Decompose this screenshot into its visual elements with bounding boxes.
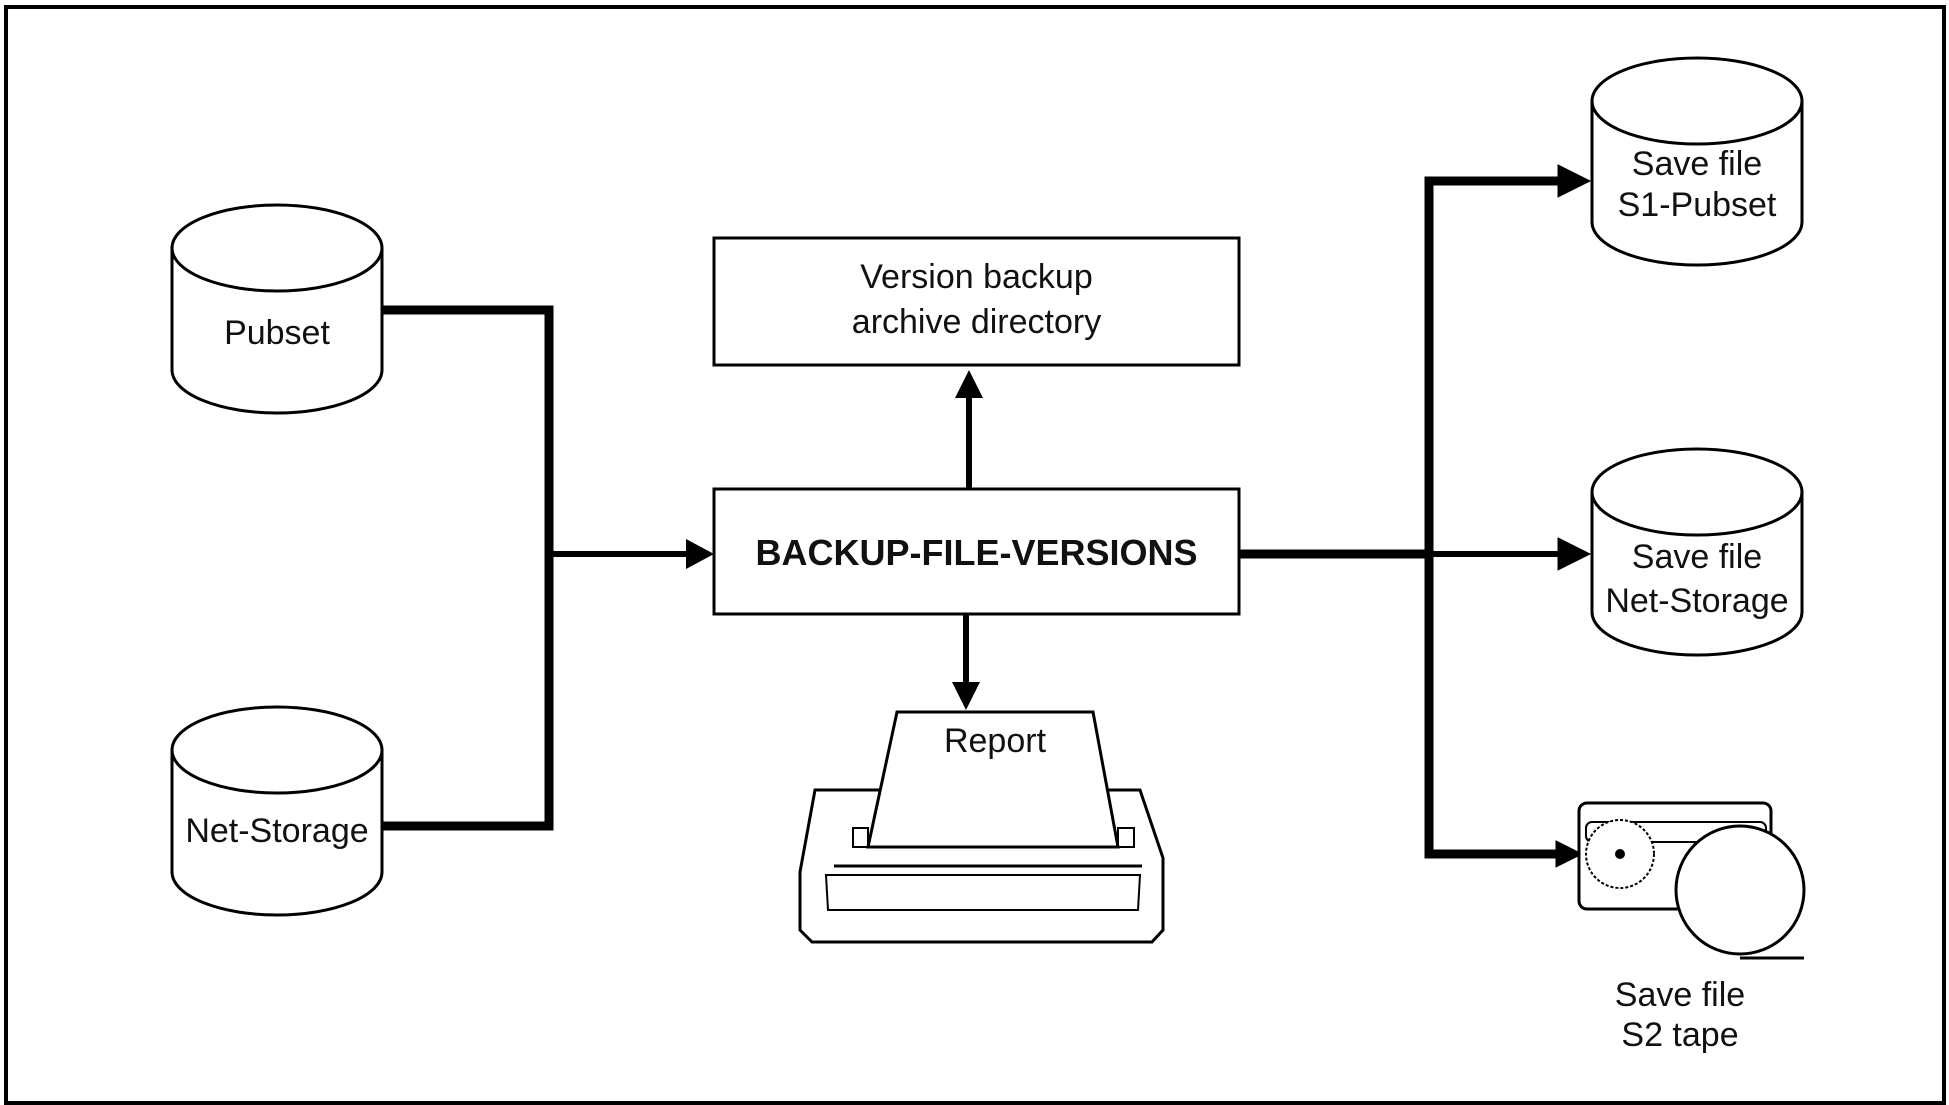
source-pubset-label: Pubset [224, 314, 330, 352]
printer-icon [798, 710, 1165, 944]
input-connector [382, 305, 554, 831]
report-arrow [952, 614, 980, 710]
tape-cartridge-icon [1577, 801, 1806, 960]
input-arrow [549, 539, 714, 569]
process-label: BACKUP-FILE-VERSIONS [755, 532, 1198, 573]
directory-arrow [955, 370, 983, 489]
diagram-frame [4, 5, 1946, 1105]
target-net-storage-label-line2: Net-Storage [1605, 582, 1789, 620]
save-file-net-storage-cylinder-icon [1590, 447, 1804, 657]
target-tape-label-line1: Save file [1614, 976, 1746, 1014]
process-box [712, 487, 1241, 616]
directory-box [712, 236, 1241, 367]
net-storage-cylinder-icon [170, 705, 384, 917]
directory-label-line2: archive directory [851, 303, 1102, 341]
target-s1-label-line1: Save file [1631, 145, 1763, 183]
target-net-storage-label-line1: Save file [1631, 538, 1763, 576]
target-tape-label-line2: S2 tape [1621, 1016, 1739, 1054]
output-connector [1239, 176, 1560, 859]
output-arrows [1429, 164, 1592, 868]
source-net-storage-label: Net-Storage [185, 812, 369, 850]
report-label: Report [943, 722, 1047, 760]
pubset-cylinder-icon [170, 203, 384, 415]
target-s1-label-line2: S1-Pubset [1617, 186, 1777, 224]
directory-label-line1: Version backup [860, 258, 1093, 296]
save-file-s1-cylinder-icon [1590, 56, 1804, 267]
